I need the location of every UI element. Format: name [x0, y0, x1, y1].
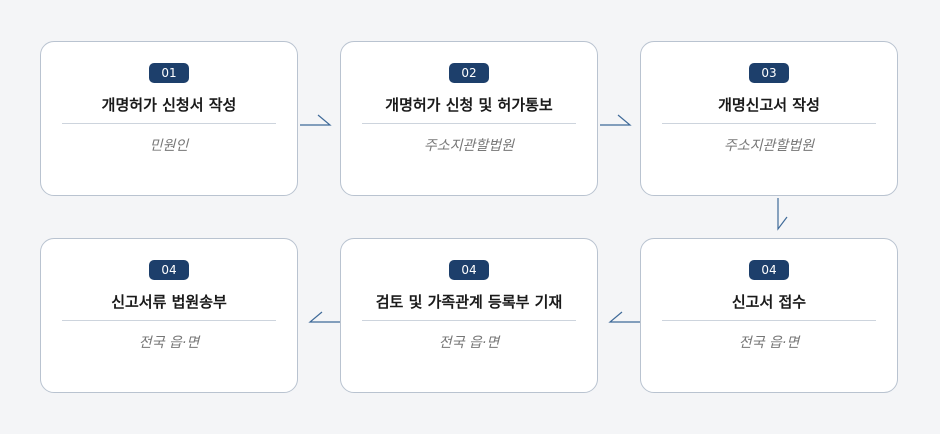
step-title: 개명허가 신청 및 허가통보	[385, 96, 553, 114]
step-card-3: 03 개명신고서 작성 주소지관할법원	[640, 41, 898, 196]
step-actor: 민원인	[149, 138, 189, 154]
step-card-1: 01 개명허가 신청서 작성 민원인	[40, 41, 298, 196]
divider	[662, 320, 876, 321]
arrow-step5-to-step6	[308, 311, 340, 323]
step-number-badge: 04	[749, 260, 789, 280]
step-actor: 주소지관할법원	[423, 138, 515, 154]
step-number-badge: 04	[149, 260, 189, 280]
step-card-2: 02 개명허가 신청 및 허가통보 주소지관할법원	[340, 41, 598, 196]
arrow-step1-to-step2	[300, 114, 332, 126]
step-number-badge: 01	[149, 63, 189, 83]
step-title: 개명신고서 작성	[718, 96, 820, 114]
divider	[362, 320, 576, 321]
step-card-6: 04 신고서류 법원송부 전국 읍·면	[40, 238, 298, 393]
arrow-step4-to-step5	[608, 311, 640, 323]
step-title: 신고서 접수	[731, 293, 807, 311]
step-actor: 전국 읍·면	[738, 335, 800, 351]
step-number-badge: 04	[449, 260, 489, 280]
divider	[662, 123, 876, 124]
step-actor: 전국 읍·면	[438, 335, 500, 351]
step-title: 검토 및 가족관계 등록부 기재	[375, 293, 563, 311]
step-actor: 전국 읍·면	[138, 335, 200, 351]
step-card-4: 04 신고서 접수 전국 읍·면	[640, 238, 898, 393]
divider	[62, 123, 276, 124]
step-actor: 주소지관할법원	[723, 138, 815, 154]
step-number-badge: 02	[449, 63, 489, 83]
divider	[362, 123, 576, 124]
arrow-step3-to-step4	[777, 198, 788, 231]
step-number-badge: 03	[749, 63, 789, 83]
step-title: 신고서류 법원송부	[111, 293, 227, 311]
step-title: 개명허가 신청서 작성	[101, 96, 237, 114]
step-card-5: 04 검토 및 가족관계 등록부 기재 전국 읍·면	[340, 238, 598, 393]
divider	[62, 320, 276, 321]
arrow-step2-to-step3	[600, 114, 632, 126]
